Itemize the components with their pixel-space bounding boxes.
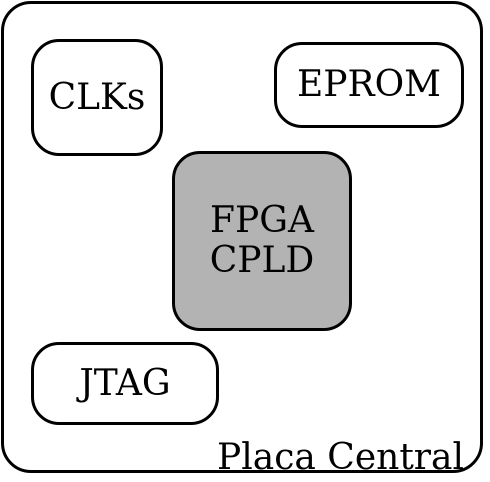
eprom-label: EPROM (297, 64, 441, 105)
fpga-label: FPGA (210, 200, 314, 241)
board-label: Placa Central (217, 437, 464, 478)
jtag-block: JTAG (31, 342, 219, 425)
eprom-block: EPROM (274, 42, 464, 128)
fpga-cpld-block: FPGA CPLD (172, 151, 352, 331)
clks-label: CLKs (48, 76, 146, 118)
cpld-label: CPLD (209, 240, 315, 281)
jtag-label: JTAG (79, 362, 171, 404)
clks-block: CLKs (31, 39, 163, 156)
